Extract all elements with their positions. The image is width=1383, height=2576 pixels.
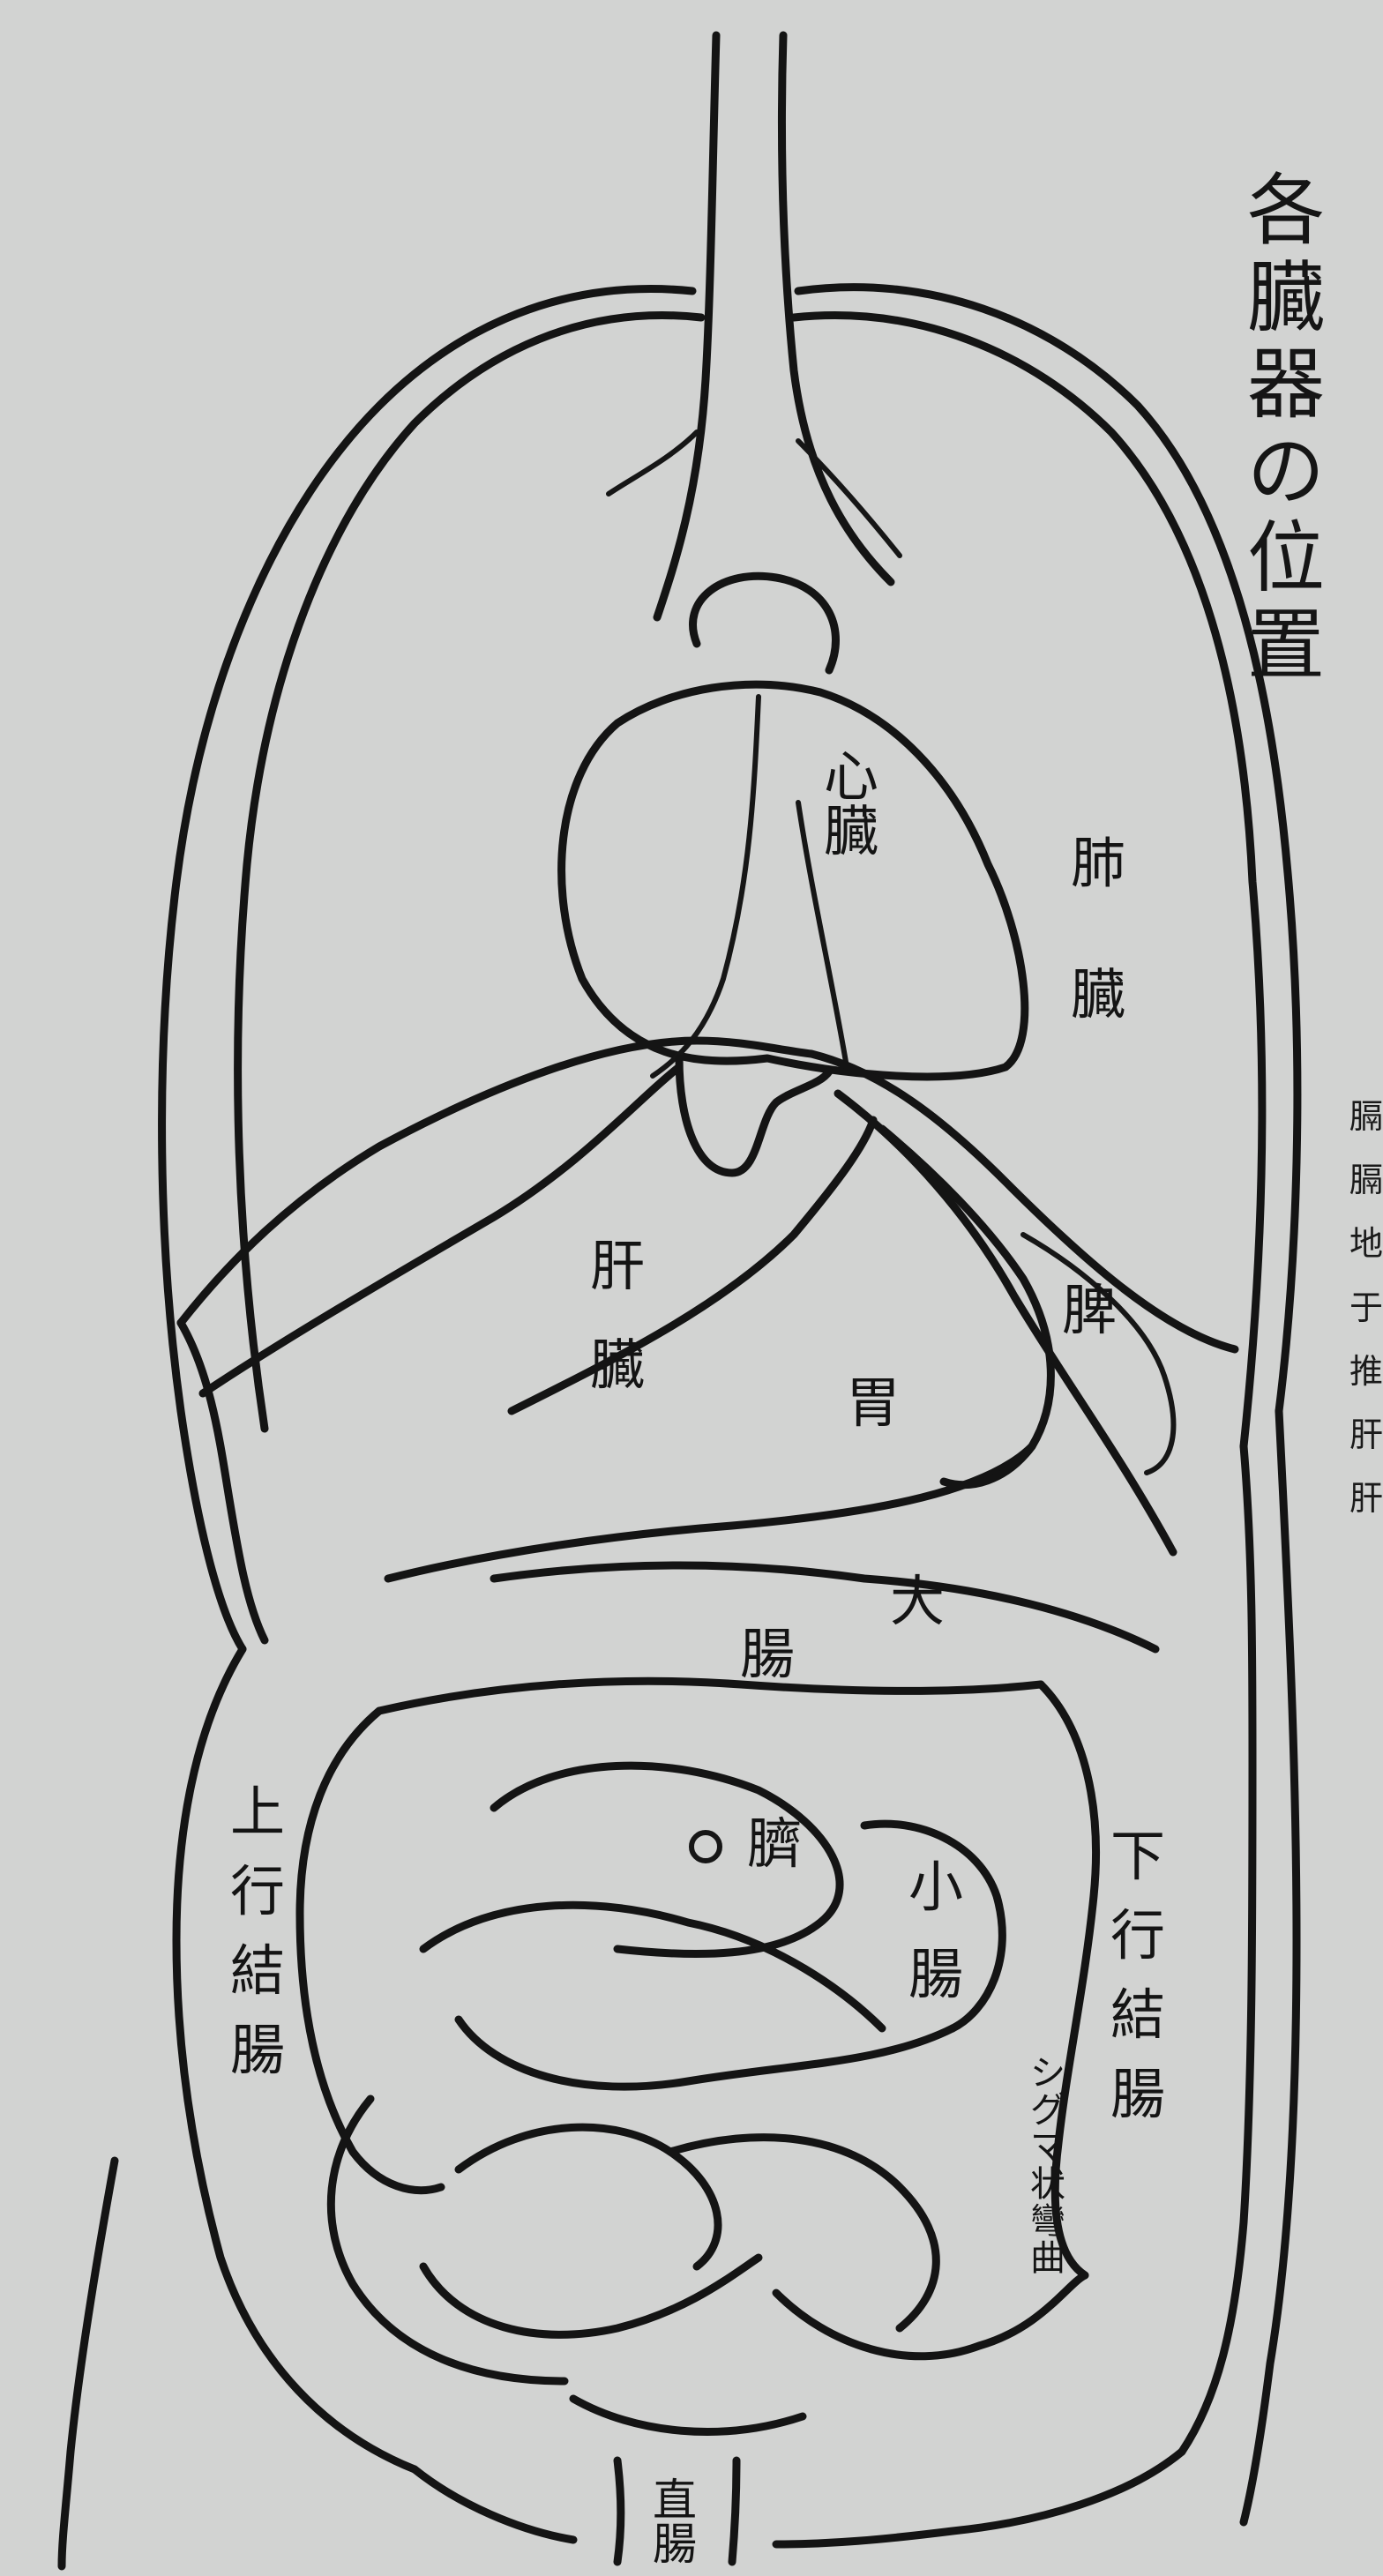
liver-lower-edge	[388, 1446, 1032, 1579]
label-spleen: 脾	[1054, 1283, 1125, 1338]
label-navel: 臍	[739, 1817, 810, 1871]
liver-outline	[203, 1067, 873, 1411]
label-ascending-colon: 上行結腸	[222, 1773, 293, 2090]
label-stomach: 胃	[838, 1376, 908, 1430]
label-rectum: 直腸	[644, 2478, 706, 2566]
heart-septum	[653, 697, 759, 1076]
bronchi-left	[609, 432, 697, 494]
label-large-intestine-da: 大	[882, 1574, 953, 1629]
stomach-outline	[882, 1129, 1050, 1485]
transverse-colon-bottom	[379, 1681, 1041, 1711]
label-large-intestine-cho: 腸	[732, 1627, 803, 1682]
navel-circle	[692, 1833, 720, 1861]
small-intestine-loop-8	[423, 2258, 759, 2334]
small-intestine-loop-7	[670, 2138, 936, 2328]
diagram-title: 各臓器の位置	[1244, 168, 1328, 689]
heart-outline	[562, 684, 1025, 1077]
rectum-right	[732, 2460, 736, 2562]
bronchi-right	[798, 441, 900, 556]
label-sigmoid: シグマ状彎曲	[1028, 2055, 1068, 2277]
aorta-arch	[693, 576, 836, 670]
right-edge-text: 膈膈地于推肝肝	[1349, 1085, 1383, 1530]
small-intestine-loop-10	[573, 2399, 803, 2431]
label-small-intestine: 小腸	[908, 1843, 951, 2018]
label-descending-colon: 下行結腸	[1103, 1817, 1173, 2134]
label-heart: 心臓	[816, 750, 886, 859]
esophagus-line-left	[657, 35, 716, 617]
label-liver: 肝臓	[582, 1217, 653, 1414]
abdomen-outline-right	[1182, 1446, 1252, 2452]
abdomen-outer-left	[62, 2161, 115, 2566]
esophagus-line-right	[782, 35, 892, 582]
rectum-left	[617, 2460, 621, 2562]
small-intestine-loop-5	[331, 2099, 564, 2381]
abdomen-outline-left	[176, 1649, 415, 2469]
pelvis-right	[776, 2452, 1182, 2544]
label-lung: 肺臓	[1063, 798, 1133, 1061]
transverse-colon-top	[494, 1565, 1155, 1649]
liver-notch	[679, 1058, 829, 1173]
pelvis-left	[415, 2469, 573, 2540]
